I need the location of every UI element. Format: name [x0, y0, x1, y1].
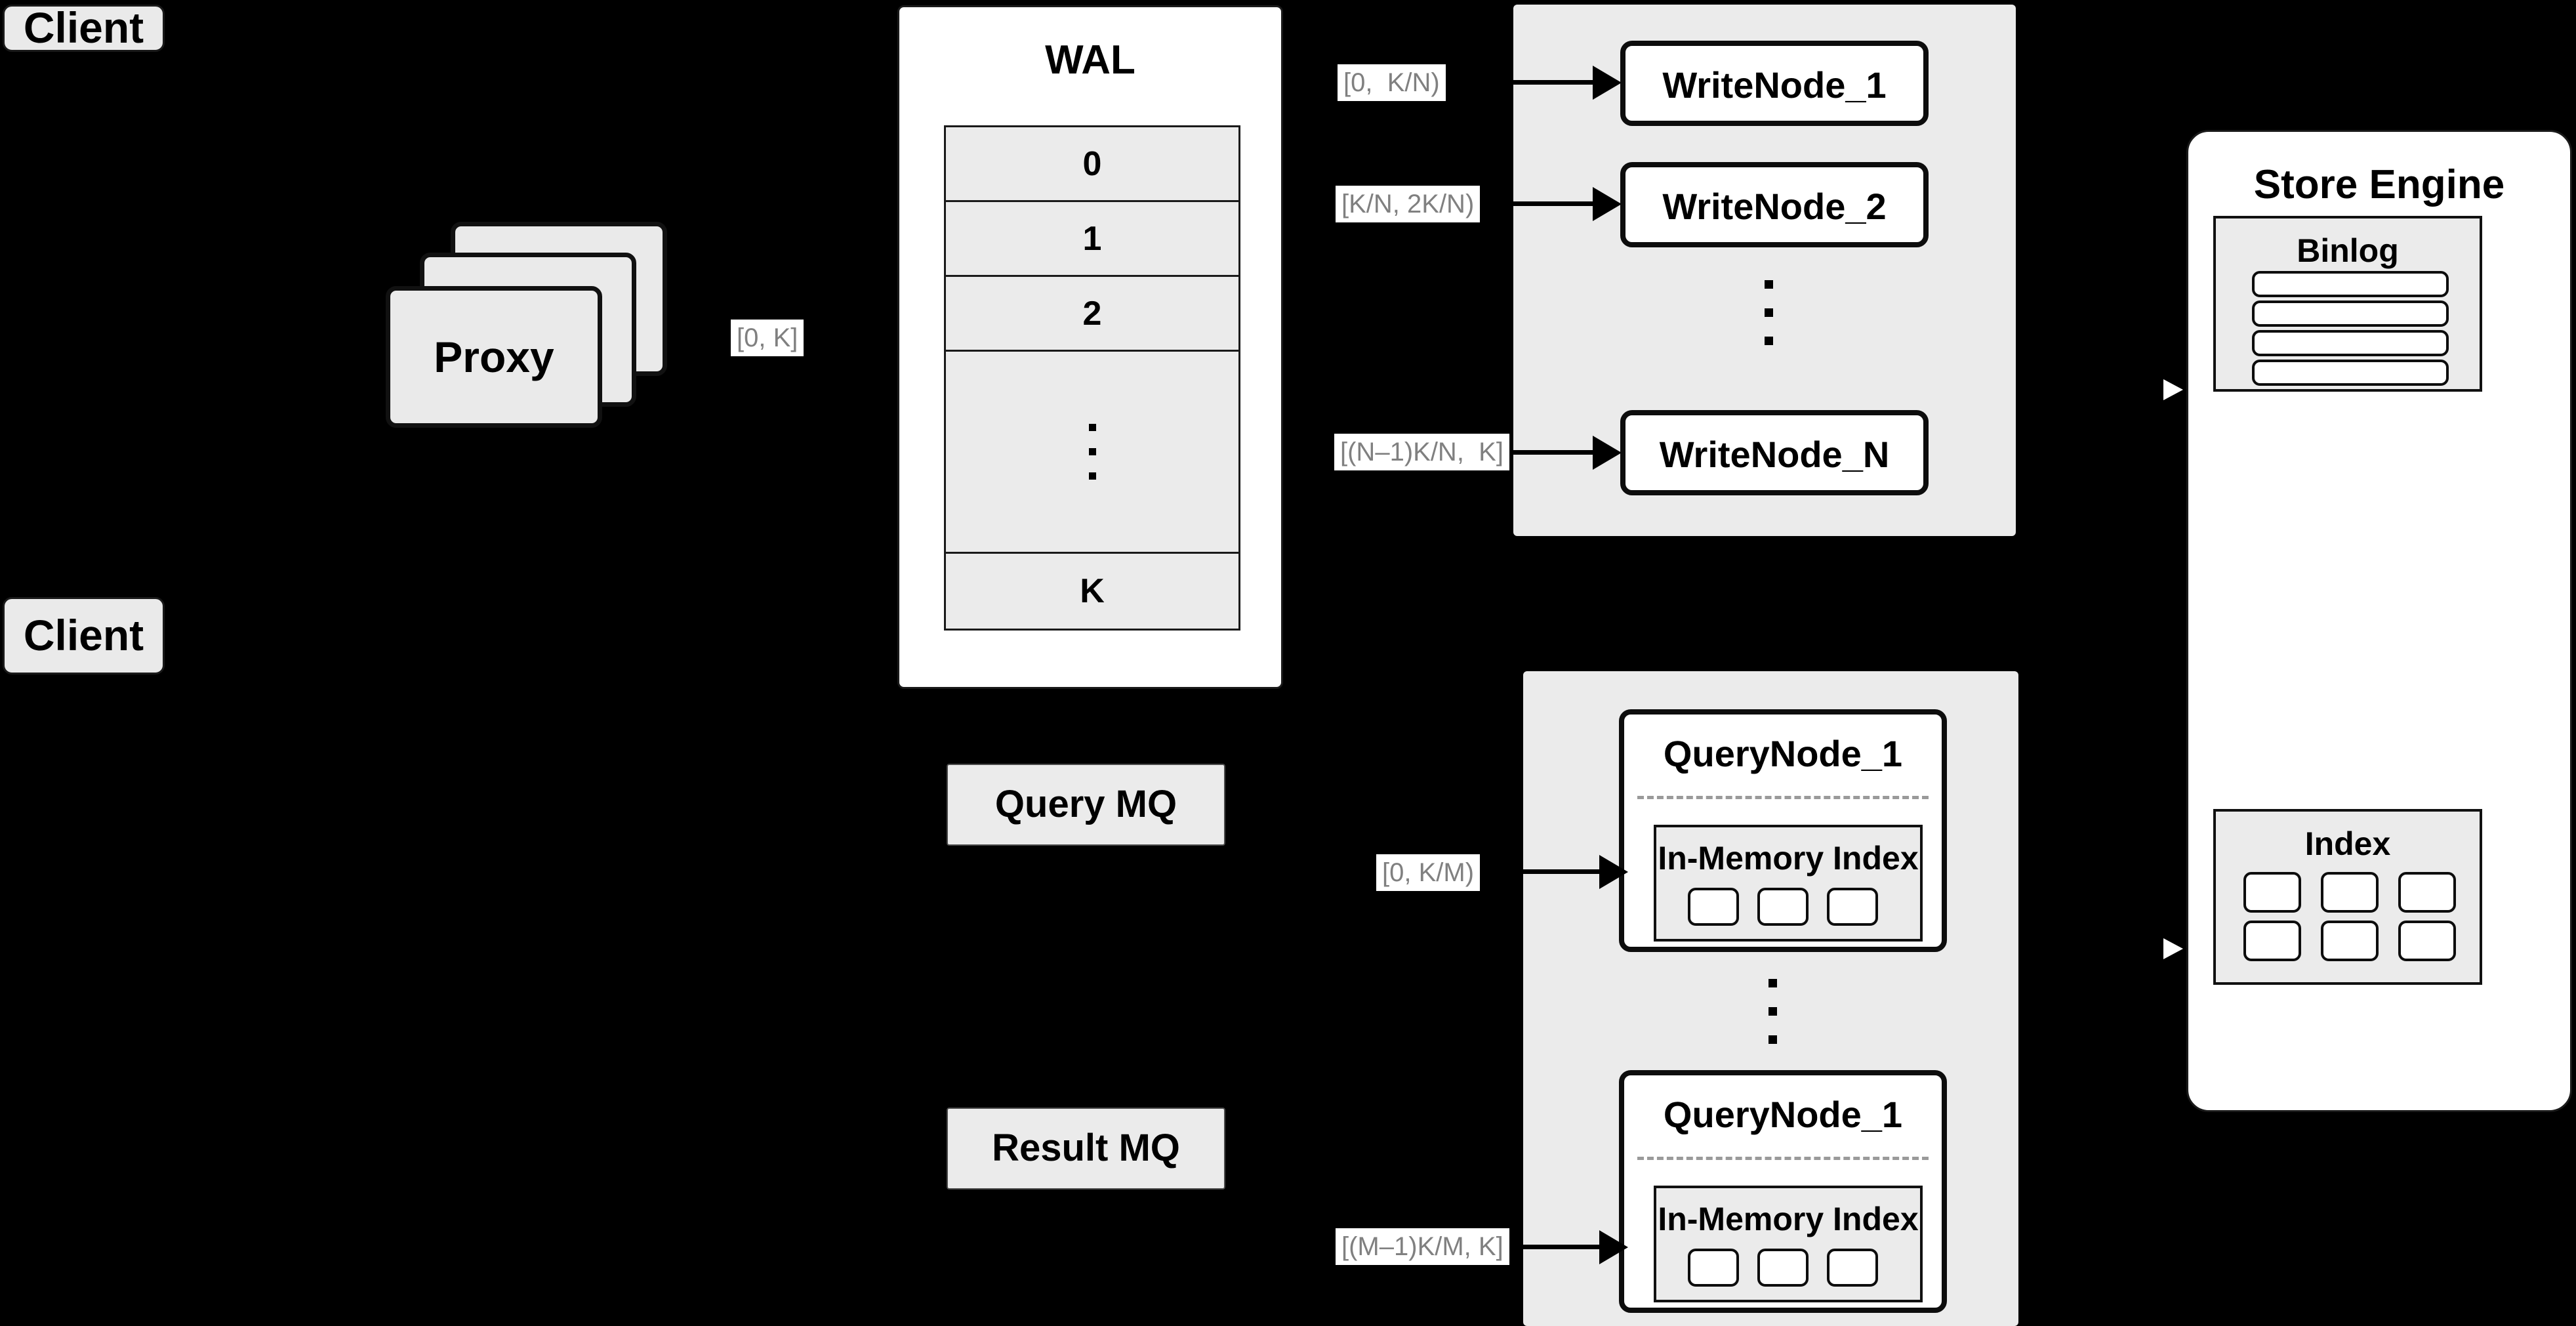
- in-memory-index-cell: [1827, 888, 1878, 926]
- ellipsis-dot: [1765, 280, 1773, 289]
- ellipsis-dot: [1768, 1007, 1777, 1016]
- arrow-head-to-write-node-2: [1593, 187, 1622, 221]
- arrow-line-to-write-node-2: [1509, 201, 1594, 206]
- arrow-line-to-write-node-1: [1509, 80, 1594, 85]
- query-node-m[interactable]: QueryNode_1 In-Memory Index: [1619, 1070, 1947, 1313]
- wal-slot-1: 1: [946, 202, 1238, 277]
- query-node-m-divider: [1637, 1157, 1929, 1160]
- edge-label-to-write-node-1: [0, K/N): [1338, 64, 1446, 101]
- binlog-title: Binlog: [2297, 232, 2399, 269]
- query-mq-label: Query MQ: [994, 783, 1177, 826]
- query-node-1[interactable]: QueryNode_1 In-Memory Index: [1619, 709, 1947, 952]
- query-node-m-in-memory-index: In-Memory Index: [1654, 1186, 1923, 1302]
- store-engine-panel: Store Engine Binlog Index: [2186, 130, 2572, 1112]
- arrow-head-to-binlog: [2161, 375, 2187, 404]
- index-panel: Index: [2213, 809, 2482, 985]
- write-node-n[interactable]: WriteNode_N: [1620, 410, 1929, 495]
- query-node-m-label: QueryNode_1: [1663, 1094, 1903, 1135]
- wal-slot-k: K: [1080, 572, 1105, 610]
- arrow-line-to-query-node-1: [1515, 869, 1601, 874]
- query-node-1-in-memory-index: In-Memory Index: [1654, 825, 1923, 942]
- query-node-1-divider: [1637, 796, 1929, 799]
- ellipsis-dot: [1088, 472, 1096, 480]
- arrow-head-to-write-node-1: [1593, 66, 1622, 100]
- write-cluster-ellipsis: [1765, 280, 1773, 345]
- index-cell: [2398, 872, 2456, 913]
- query-node-cluster: QueryNode_1 In-Memory Index QueryNode_1 …: [1523, 671, 2018, 1326]
- wal-slot-2: 2: [946, 277, 1238, 352]
- in-memory-index-cell: [1688, 1249, 1739, 1287]
- edge-label-to-query-node-1: [0, K/M): [1376, 854, 1481, 891]
- index-cell: [2321, 921, 2379, 961]
- client-box-2[interactable]: Client: [3, 597, 165, 674]
- client-label-1: Client: [23, 3, 144, 52]
- ellipsis-dot: [1768, 979, 1777, 987]
- ellipsis-dot: [1765, 308, 1773, 317]
- client-box-1[interactable]: Client: [3, 5, 165, 52]
- wal-slot-0: 0: [946, 127, 1238, 202]
- in-memory-index-title-2: In-Memory Index: [1658, 1201, 1919, 1237]
- wal-title: WAL: [1045, 37, 1135, 83]
- wal-slot-list: 0 1 2 K: [944, 125, 1240, 631]
- proxy-card-front[interactable]: Proxy: [386, 286, 602, 428]
- in-memory-index-cell: [1757, 888, 1809, 926]
- binlog-row: [2252, 360, 2449, 386]
- arrow-line-to-index: [2114, 947, 2161, 950]
- in-memory-index-cell: [1757, 1249, 1809, 1287]
- ellipsis-dot: [1765, 337, 1773, 345]
- edge-label-to-query-node-m: [(M–1)K/M, K]: [1336, 1228, 1509, 1265]
- binlog-row: [2252, 330, 2449, 356]
- ellipsis-dot: [1088, 448, 1096, 455]
- client-label-2: Client: [23, 611, 144, 660]
- index-cell: [2243, 872, 2301, 913]
- arrow-head-to-write-node-n: [1593, 436, 1622, 470]
- arrow-line-to-query-node-m: [1515, 1245, 1601, 1249]
- in-memory-index-cell: [1688, 888, 1739, 926]
- arrow-head-to-query-node-1: [1599, 855, 1628, 889]
- binlog-panel: Binlog: [2213, 216, 2482, 392]
- query-node-1-label: QueryNode_1: [1663, 733, 1903, 774]
- wal-slot-ellipsis: [946, 352, 1238, 554]
- wal-panel: WAL 0 1 2 K: [897, 5, 1283, 689]
- write-node-1[interactable]: WriteNode_1: [1620, 41, 1929, 126]
- edge-label-to-write-node-2: [K/N, 2K/N): [1336, 186, 1481, 222]
- ellipsis-dot: [1088, 424, 1096, 431]
- edge-label-to-write-node-n: [(N–1)K/N, K]: [1334, 434, 1509, 470]
- in-memory-index-cell: [1827, 1249, 1878, 1287]
- edge-label-proxy-to-wal: [0, K]: [731, 320, 804, 356]
- in-memory-index-title-1: In-Memory Index: [1658, 840, 1919, 877]
- write-node-1-label: WriteNode_1: [1662, 64, 1887, 106]
- result-mq-box[interactable]: Result MQ: [947, 1108, 1225, 1190]
- query-cluster-ellipsis: [1768, 979, 1777, 1044]
- index-cell: [2321, 872, 2379, 913]
- binlog-row: [2252, 271, 2449, 297]
- arrow-line-to-binlog: [2114, 388, 2161, 391]
- write-node-n-label: WriteNode_N: [1659, 434, 1890, 475]
- ellipsis-dot: [1768, 1035, 1777, 1044]
- arrow-head-to-query-node-m: [1599, 1230, 1628, 1264]
- binlog-row: [2252, 300, 2449, 327]
- store-engine-title: Store Engine: [2253, 162, 2505, 207]
- index-cell: [2243, 921, 2301, 961]
- result-mq-label: Result MQ: [992, 1127, 1180, 1170]
- write-node-2[interactable]: WriteNode_2: [1620, 162, 1929, 247]
- index-title: Index: [2304, 825, 2391, 862]
- index-cell: [2398, 921, 2456, 961]
- arrow-head-to-index: [2161, 934, 2187, 963]
- query-mq-box[interactable]: Query MQ: [947, 764, 1225, 846]
- arrow-line-to-write-node-n: [1509, 450, 1594, 455]
- proxy-label: Proxy: [434, 333, 554, 381]
- write-node-2-label: WriteNode_2: [1662, 186, 1887, 227]
